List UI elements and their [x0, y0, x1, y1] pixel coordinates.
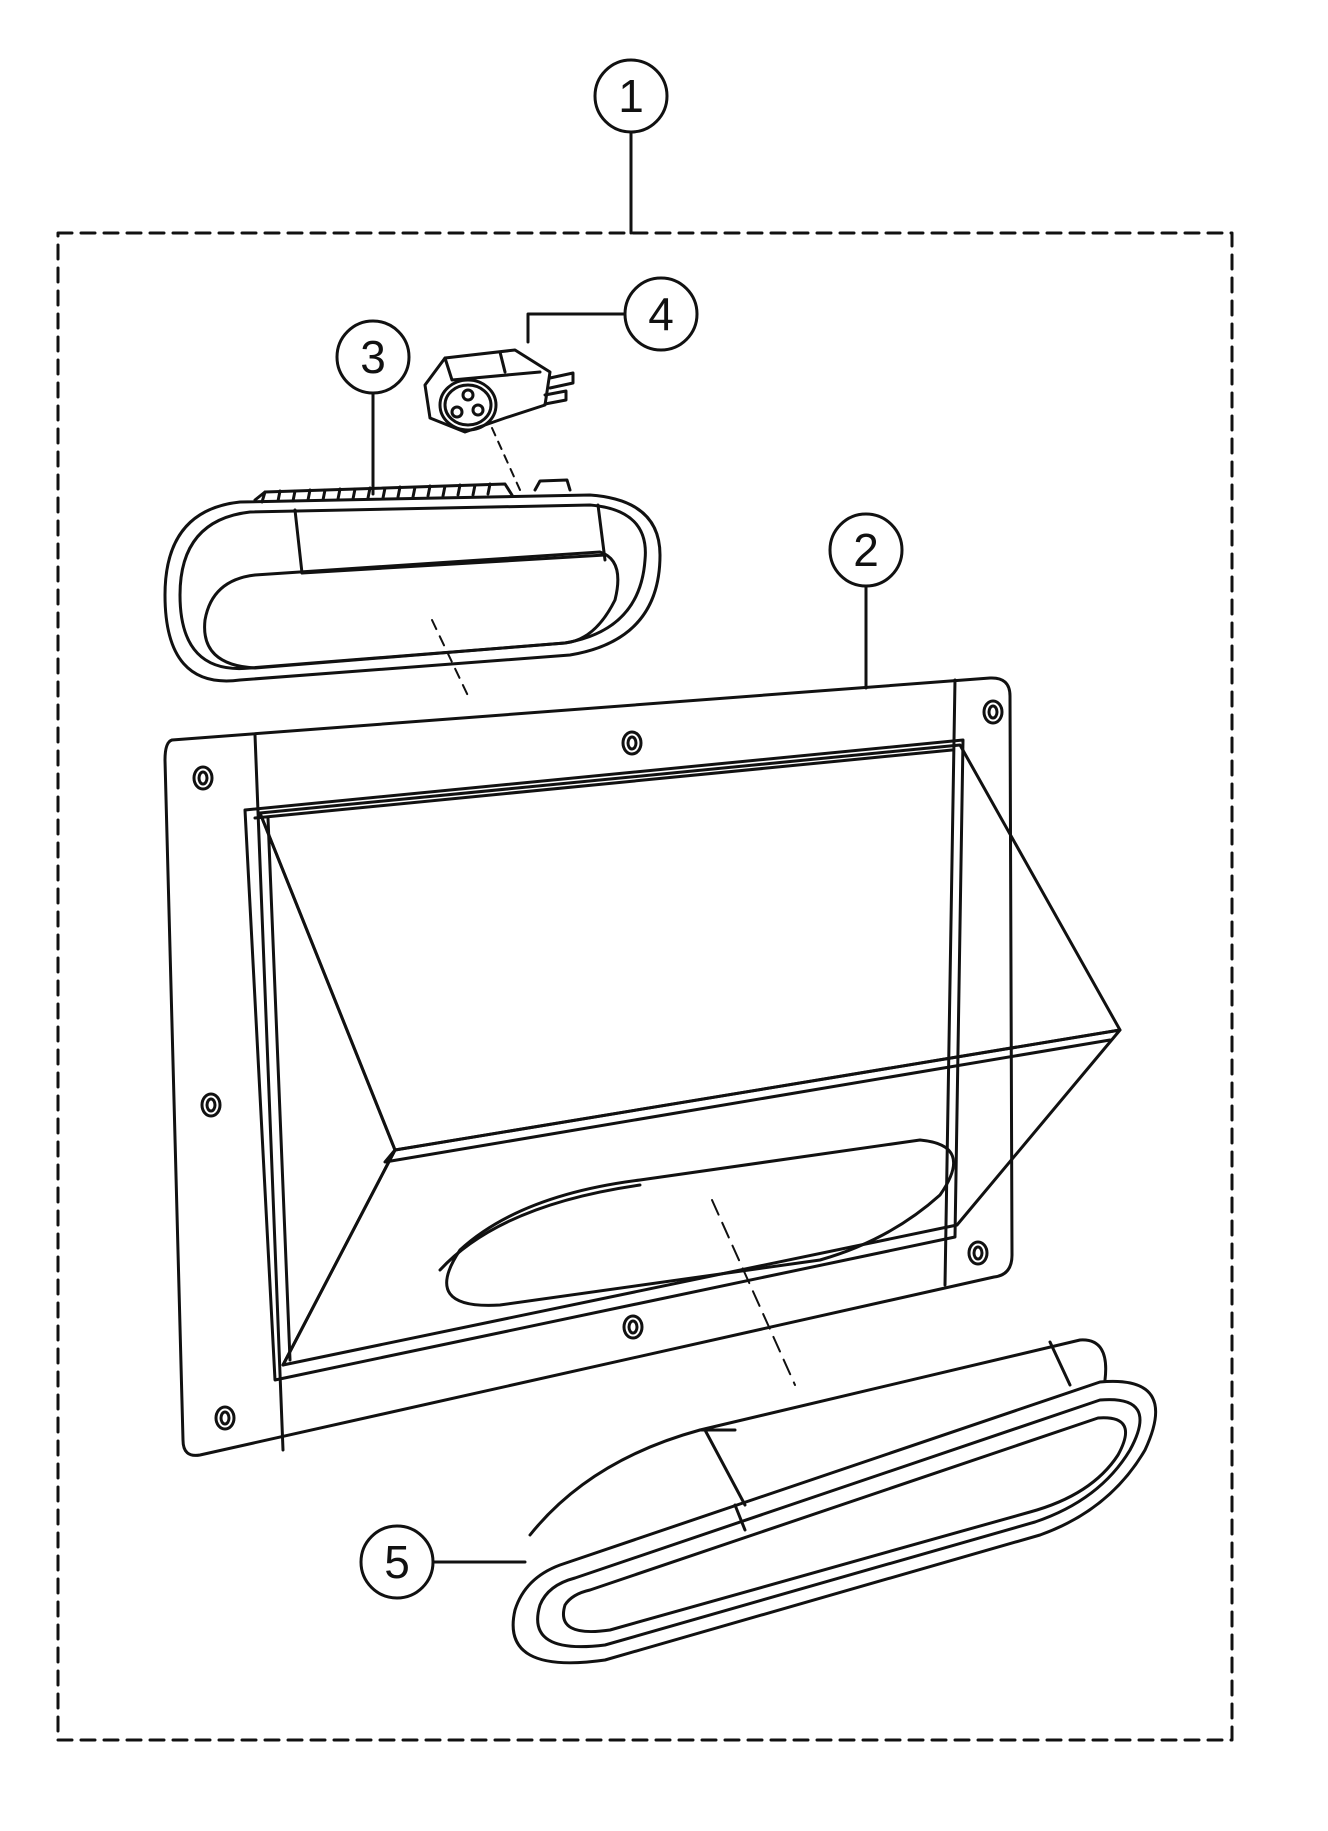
callout-1: 1	[593, 58, 669, 235]
svg-text:1: 1	[618, 70, 644, 122]
callout-2: 2	[828, 512, 904, 690]
svg-text:2: 2	[853, 524, 879, 576]
assembly-axis-line	[711, 1199, 796, 1386]
svg-text:4: 4	[648, 288, 674, 340]
svg-text:3: 3	[360, 331, 386, 383]
kit-boundary-dashed-box	[56, 231, 1234, 1742]
vent-hood-part	[163, 676, 1122, 1457]
callout-4: 4	[526, 276, 699, 352]
svg-text:5: 5	[384, 1536, 410, 1588]
plug-connector-part	[423, 348, 575, 491]
duct-collar-part	[511, 1338, 1158, 1665]
callout-3: 3	[335, 319, 411, 496]
damper-housing-part	[163, 478, 662, 701]
callout-5: 5	[359, 1524, 527, 1600]
